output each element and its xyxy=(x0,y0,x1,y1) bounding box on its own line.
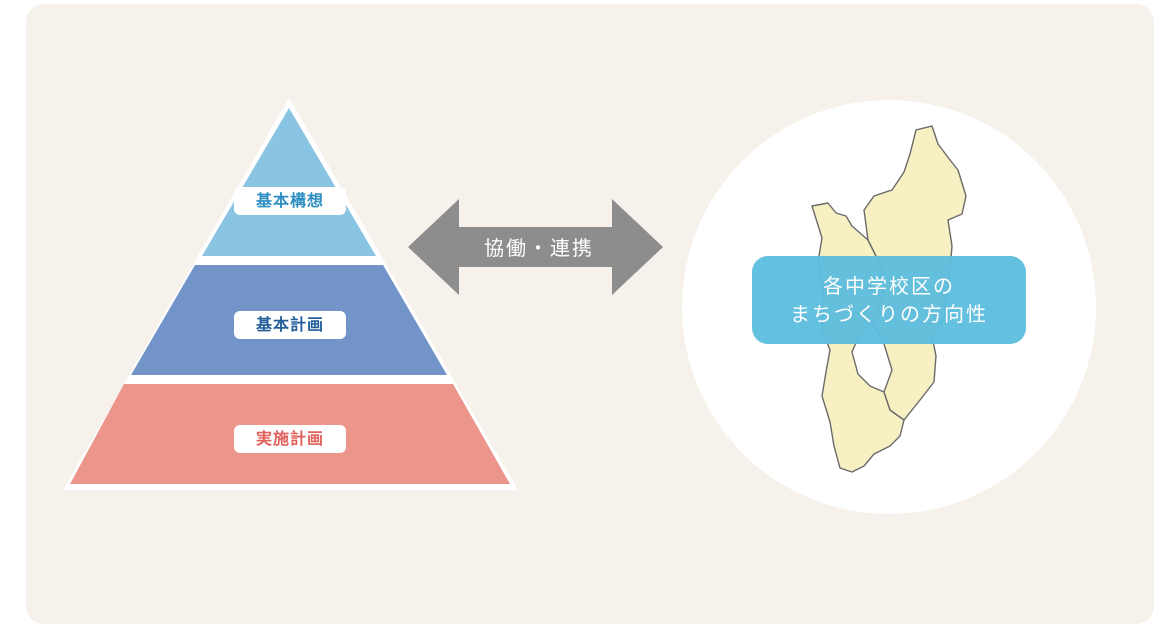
tier-label-implementation-plan: 実施計画 xyxy=(234,425,346,453)
callout-line-1: 各中学校区の xyxy=(823,274,955,298)
tier-label-basic-plan: 基本計画 xyxy=(234,311,346,339)
callout-line-2: まちづくりの方向性 xyxy=(790,302,988,326)
double-arrow-icon xyxy=(408,199,663,295)
pyramid-tier-top xyxy=(202,108,376,256)
district-callout: 各中学校区の まちづくりの方向性 xyxy=(752,256,1026,344)
connector-label: 協働・連携 xyxy=(484,236,594,260)
tier-label-basic-concept: 基本構想 xyxy=(234,187,346,215)
